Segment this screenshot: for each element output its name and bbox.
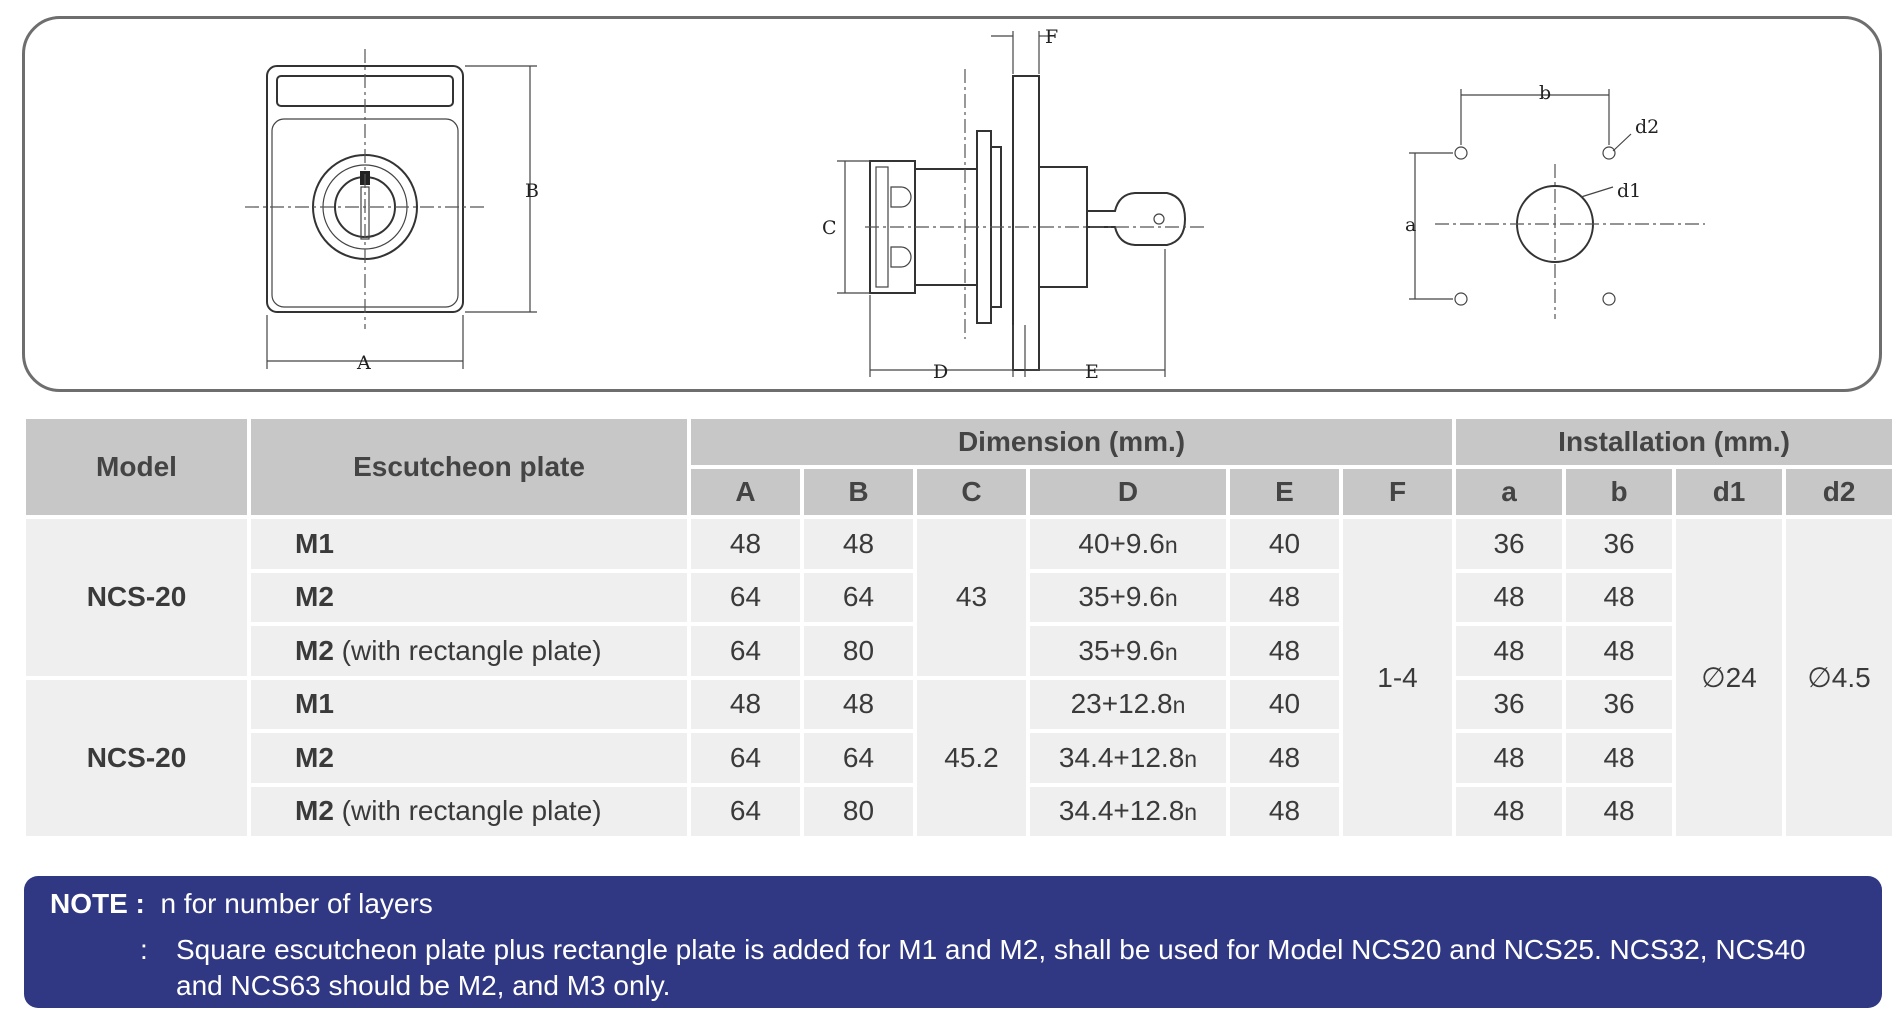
header-col-f: F xyxy=(1338,465,1457,519)
cell-a: 64 xyxy=(687,729,804,787)
cell-d2: ∅4.5 xyxy=(1782,515,1897,840)
cell-b: 80 xyxy=(800,782,917,840)
header-row-1: Model Escutcheon plate Dimension (mm.) I… xyxy=(22,415,1897,519)
installation-view: b a d1 d2 xyxy=(1405,82,1705,319)
table-row: M2 64 64 35+9.6n 48 48 48 xyxy=(24,568,1894,626)
note-line-2: : Square escutcheon plate plus rectangle… xyxy=(140,932,1860,1004)
cell-d: 34.4+12.8n xyxy=(1026,782,1230,840)
cell-inst-b: 36 xyxy=(1562,675,1677,733)
front-view: B A xyxy=(245,49,539,374)
header-col-d2: d2 xyxy=(1782,465,1897,519)
side-view: C D E F xyxy=(822,26,1205,383)
cell-b: 64 xyxy=(800,729,917,787)
cell-d: 40+9.6n xyxy=(1026,515,1230,573)
table-row: NCS-20 M1 48 48 43 40+9.6n 40 1-4 36 36 … xyxy=(22,515,1897,840)
plate-cell: M2 xyxy=(247,568,691,626)
cell-d1: ∅24 xyxy=(1672,515,1787,840)
plate-cell: M1 xyxy=(247,675,691,733)
technical-drawing: B A xyxy=(245,26,1705,383)
dim-label-d2: d2 xyxy=(1635,116,1659,138)
note-line-1: NOTE : n for number of layers xyxy=(50,888,433,920)
cell-a: 48 xyxy=(687,515,804,573)
cell-a: 64 xyxy=(687,622,804,680)
header-col-inst-a: a xyxy=(1452,465,1567,519)
cell-inst-b: 48 xyxy=(1562,622,1677,680)
cell-f: 1-4 xyxy=(1338,515,1457,840)
cell-inst-a: 36 xyxy=(1452,515,1567,573)
note-label: NOTE : xyxy=(50,888,145,919)
cell-b: 48 xyxy=(800,515,917,573)
cell-b: 64 xyxy=(800,568,917,626)
header-col-b: B xyxy=(800,465,917,519)
cell-inst-a: 48 xyxy=(1452,729,1567,787)
plate-cell: M2 xyxy=(247,729,691,787)
plate-cell: M1 xyxy=(247,515,691,573)
table-row: M2 (with rectangle plate) 64 80 35+9.6n … xyxy=(24,622,1894,680)
cell-e: 48 xyxy=(1226,729,1343,787)
header-model: Model xyxy=(22,415,251,519)
note-colon: : xyxy=(140,934,148,965)
cell-inst-b: 48 xyxy=(1562,782,1677,840)
note-box: NOTE : n for number of layers : Square e… xyxy=(24,876,1882,1008)
dim-label-e: E xyxy=(1085,361,1099,383)
model-cell: NCS-20 xyxy=(22,675,251,840)
cell-inst-a: 48 xyxy=(1452,568,1567,626)
cell-b: 80 xyxy=(800,622,917,680)
dim-label-f: F xyxy=(1045,26,1058,48)
header-col-e: E xyxy=(1226,465,1343,519)
cell-inst-b: 36 xyxy=(1562,515,1677,573)
cell-e: 48 xyxy=(1226,782,1343,840)
note-text-2: Square escutcheon plate plus rectangle p… xyxy=(176,934,1806,1001)
cell-e: 48 xyxy=(1226,568,1343,626)
header-col-d1: d1 xyxy=(1672,465,1787,519)
cell-d: 23+12.8n xyxy=(1026,675,1230,733)
cell-a: 64 xyxy=(687,782,804,840)
header-dimension: Dimension (mm.) xyxy=(686,415,1457,469)
header-col-inst-b: b xyxy=(1562,465,1677,519)
table-row: NCS-20 M1 48 48 45.2 23+12.8n 40 36 36 xyxy=(22,675,1894,840)
cell-c: 43 xyxy=(913,515,1030,680)
model-cell: NCS-20 xyxy=(22,515,251,680)
cell-a: 48 xyxy=(687,675,804,733)
cell-inst-a: 48 xyxy=(1452,782,1567,840)
table-row: M2 (with rectangle plate) 64 80 34.4+12.… xyxy=(24,782,1894,840)
technical-drawing-panel: B A xyxy=(22,16,1882,392)
cell-d: 35+9.6n xyxy=(1026,568,1230,626)
cell-e: 48 xyxy=(1226,622,1343,680)
dim-label-b: B xyxy=(525,180,539,202)
cell-c: 45.2 xyxy=(913,675,1030,840)
cell-d: 35+9.6n xyxy=(1026,622,1230,680)
header-col-c: C xyxy=(913,465,1030,519)
dim-label-c: C xyxy=(822,217,837,239)
dim-label-d1: d1 xyxy=(1617,180,1641,202)
cell-inst-b: 48 xyxy=(1562,729,1677,787)
cell-inst-a: 36 xyxy=(1452,675,1567,733)
cell-a: 64 xyxy=(687,568,804,626)
header-installation: Installation (mm.) xyxy=(1452,415,1897,469)
header-plate: Escutcheon plate xyxy=(247,415,691,519)
cell-inst-a: 48 xyxy=(1452,622,1567,680)
dim-label-d: D xyxy=(933,361,948,383)
note-text-1: n for number of layers xyxy=(160,888,433,919)
cell-b: 48 xyxy=(800,675,917,733)
dim-label-a: A xyxy=(356,352,371,374)
cell-inst-b: 48 xyxy=(1562,568,1677,626)
plate-cell: M2 (with rectangle plate) xyxy=(247,622,691,680)
dim-label-a-install: a xyxy=(1405,214,1416,236)
spec-table: Model Escutcheon plate Dimension (mm.) I… xyxy=(22,415,1897,840)
cell-e: 40 xyxy=(1226,515,1343,573)
dim-label-b-install: b xyxy=(1539,82,1551,104)
header-row-2: A B C D E F a b d1 d2 xyxy=(24,465,1897,519)
table-row: M2 64 64 34.4+12.8n 48 48 48 xyxy=(24,729,1894,787)
plate-cell: M2 (with rectangle plate) xyxy=(247,782,691,840)
header-col-d: D xyxy=(1026,465,1230,519)
cell-e: 40 xyxy=(1226,675,1343,733)
cell-d: 34.4+12.8n xyxy=(1026,729,1230,787)
header-col-a: A xyxy=(687,465,804,519)
